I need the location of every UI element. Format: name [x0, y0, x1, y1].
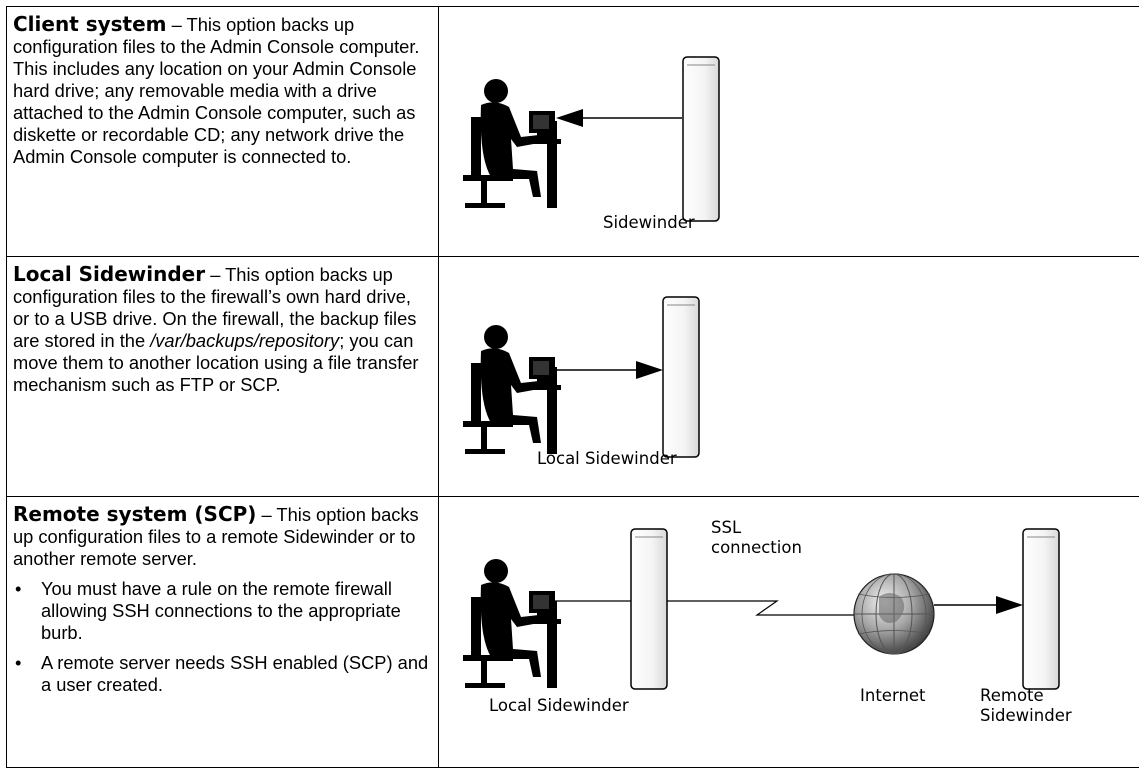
- arrowhead-icon: [996, 596, 1023, 614]
- ssl-connection-line: [667, 601, 855, 615]
- table-row: Client system – This option backs up con…: [7, 7, 1139, 257]
- user-at-computer-icon: [463, 559, 561, 688]
- option-heading: Client system: [13, 12, 167, 36]
- arrowhead-icon: [636, 361, 663, 379]
- firewall-icon: [683, 57, 719, 221]
- local-firewall-label: Local Sidewinder: [489, 696, 629, 716]
- arrowhead-icon: [556, 109, 583, 127]
- ssl-label: SSL: [711, 518, 741, 538]
- table-row: Local Sidewinder – This option backs up …: [7, 257, 1139, 497]
- option-description: Local Sidewinder – This option backs up …: [7, 257, 439, 497]
- option-description: Client system – This option backs up con…: [7, 7, 439, 257]
- list-item: A remote server needs SSH enabled (SCP) …: [13, 652, 430, 696]
- backup-path: /var/backups/repository: [150, 330, 339, 351]
- option-text: – This option backs up configuration fil…: [13, 14, 419, 167]
- backup-options-table: Client system – This option backs up con…: [6, 6, 1139, 768]
- firewall-icon: [663, 297, 699, 457]
- user-at-computer-icon: [463, 79, 561, 208]
- remote-label: Remote: [980, 686, 1044, 706]
- firewall-label: Local Sidewinder: [537, 449, 677, 469]
- globe-icon: [854, 574, 934, 654]
- internet-label: Internet: [860, 686, 926, 706]
- option-figure: Sidewinder: [439, 7, 1139, 257]
- firewall-label: Sidewinder: [603, 213, 695, 233]
- option-figure: SSL connection Local Sidewinder Internet…: [439, 497, 1139, 768]
- remote-firewall-icon: [1023, 529, 1059, 689]
- connection-label: connection: [711, 538, 802, 558]
- user-at-computer-icon: [463, 325, 561, 454]
- client-system-diagram: [439, 7, 1139, 250]
- remote-sidewinder-label: Sidewinder: [980, 706, 1072, 726]
- local-firewall-icon: [631, 529, 667, 689]
- option-heading: Remote system (SCP): [13, 502, 256, 526]
- table-row: Remote system (SCP) – This option backs …: [7, 497, 1139, 768]
- requirements-list: You must have a rule on the remote firew…: [13, 578, 430, 696]
- option-description: Remote system (SCP) – This option backs …: [7, 497, 439, 768]
- option-figure: Local Sidewinder: [439, 257, 1139, 497]
- list-item: You must have a rule on the remote firew…: [13, 578, 430, 644]
- option-heading: Local Sidewinder: [13, 262, 205, 286]
